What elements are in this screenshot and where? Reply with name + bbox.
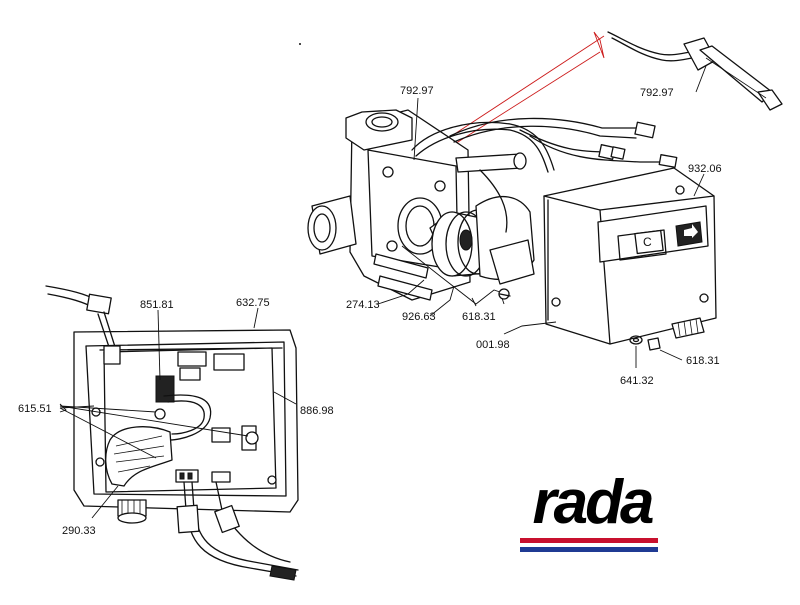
- part-label-932-06: 932.06: [688, 163, 722, 175]
- wiring-harness: [411, 117, 678, 233]
- part-label-290-33: 290.33: [62, 525, 96, 537]
- logo-blue-bar: [520, 547, 658, 552]
- stray-dot: [299, 43, 301, 45]
- part-label-618-31-box: 618.31: [686, 355, 720, 367]
- display-letter-c: C: [643, 235, 652, 249]
- cover-box: C: [543, 167, 717, 351]
- part-labels: 792.97 792.97 932.06 274.13 926.63 618.3…: [18, 85, 722, 537]
- rada-logo-wordmark: rada: [532, 468, 655, 537]
- part-label-618-31-motor: 618.31: [462, 311, 496, 323]
- sensor-probe: [607, 31, 783, 111]
- lower-housing: [45, 285, 299, 581]
- part-label-641-32: 641.32: [620, 375, 654, 387]
- part-label-886-98: 886.98: [300, 405, 334, 417]
- part-label-851-81: 851.81: [140, 299, 174, 311]
- logo-red-bar: [520, 538, 658, 543]
- part-label-632-75: 632.75: [236, 297, 270, 309]
- part-label-615-51: 615.51: [18, 403, 52, 415]
- motor-gear-assembly: [429, 196, 535, 300]
- part-label-792-97-valve: 792.97: [400, 85, 434, 97]
- rada-logo: rada: [518, 472, 660, 554]
- part-label-274-13: 274.13: [346, 299, 380, 311]
- part-label-001-98: 001.98: [476, 339, 510, 351]
- part-label-792-97-probe: 792.97: [640, 87, 674, 99]
- part-label-926-63: 926.63: [402, 311, 436, 323]
- leader-lines: [59, 65, 707, 519]
